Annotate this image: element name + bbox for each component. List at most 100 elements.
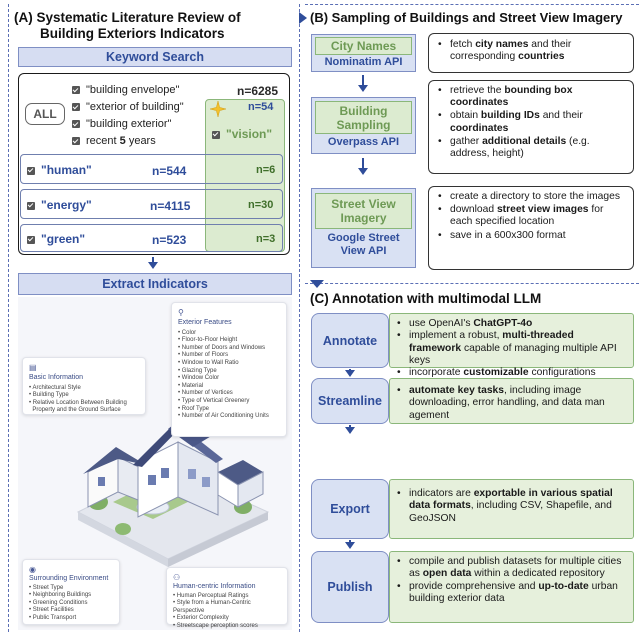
exterior-item-text: Floor-to-Floor Height: [181, 337, 238, 344]
checkbox-icon: [27, 235, 35, 244]
arrow-down-icon: [345, 427, 355, 434]
arrow-down-icon: [358, 85, 368, 92]
bullet-text: implement a robust,: [409, 330, 503, 342]
bullet-bold: customizable: [463, 367, 529, 379]
step-street-view-imagery: Street View Imagery Google Street View A…: [311, 188, 416, 268]
top-right-border: [305, 4, 639, 5]
checkbox-icon: [212, 130, 220, 139]
keyword-recent-years: recent 5 years: [72, 135, 156, 147]
exterior-features-card: ⚲ Exterior Features • Color • Floor-to-F…: [171, 302, 287, 437]
arrow-down-icon: [345, 542, 355, 549]
human-item-text: Exterior Complexity: [176, 615, 229, 622]
desc-streamline-list: automate key tasks, including image down…: [396, 385, 627, 422]
checkbox-icon: [27, 166, 35, 175]
basic-information-title: Basic Information: [29, 374, 84, 381]
surrounding-item-text: Street Type: [32, 584, 64, 591]
bullet-bold: countries: [518, 51, 565, 63]
count-building-envelope: n=6285: [237, 84, 279, 98]
desc-building-sampling-list: retrieve the bounding box coordinates ob…: [437, 85, 626, 160]
checkbox-icon: [27, 201, 35, 210]
step-annotate: Annotate: [311, 313, 389, 368]
row-human: [20, 154, 283, 184]
bullet-text: indicators are: [409, 488, 474, 499]
step-street-view-api: Google Street View API: [327, 232, 400, 257]
surrounding-environment-card: ◉ Surrounding Environment • Street Type …: [22, 559, 120, 625]
basic-item: • Architectural Style: [29, 384, 81, 391]
step-city-names-label: City Names: [315, 37, 412, 55]
exterior-item-text: Glazing Type: [181, 367, 217, 374]
row-energy-label: "energy": [27, 198, 92, 212]
basic-item: • Relative Location Between Building: [29, 399, 127, 406]
row-energy-count: n=4115: [150, 199, 191, 213]
step-building-sampling-label: Building Sampling: [315, 101, 412, 134]
surrounding-item: • Street Facilities: [29, 607, 74, 614]
bullet-text: , including CSV, Shapefile, and GeoJSON: [409, 500, 612, 524]
exterior-item-text: Number of Doors and Windows: [181, 344, 266, 351]
bullet-bold: additional details: [482, 135, 567, 147]
row-green-count: n=523: [152, 233, 187, 247]
human-item: • Streetscape perception scores: [173, 622, 258, 629]
surrounding-item-text: Street Facilities: [32, 607, 74, 614]
sparkle-icon: [210, 101, 226, 117]
surrounding-item-text: Neighboring Buildings: [32, 592, 92, 599]
exterior-item-text: Window Color: [181, 375, 220, 382]
desc-export-list: indicators are exportable in various spa…: [396, 488, 627, 525]
basic-information-card: ▤ Basic Information • Architectural Styl…: [22, 357, 146, 415]
exterior-item: • Number of Doors and Windows: [178, 344, 266, 351]
exterior-item: • Window Color: [178, 375, 220, 382]
step-city-names: City Names Nominatim API: [311, 34, 416, 72]
divider-arrow-mid-icon: [310, 280, 324, 288]
exterior-item: • Window to Wall Ratio: [178, 359, 239, 366]
vision-label: "vision": [226, 127, 273, 141]
exterior-features-title: Exterior Features: [178, 319, 232, 326]
row-energy-vision-count: n=30: [248, 199, 274, 211]
human-item: • Exterior Complexity: [173, 615, 229, 622]
checkbox-icon: [72, 137, 80, 146]
basic-item-text: Property and the Ground Surface: [32, 407, 121, 414]
desc-publish: compile and publish datasets for multipl…: [389, 551, 634, 623]
bullet-text: create a directory to store the images: [450, 191, 620, 202]
basic-item-text: Relative Location Between Building: [32, 399, 127, 406]
human-item: • Human Perceptual Ratings: [173, 592, 249, 599]
bullet-text: (e.g. address, height): [450, 135, 590, 160]
step-publish: Publish: [311, 551, 389, 623]
step-building-sampling: Building Sampling Overpass API: [311, 97, 416, 154]
exterior-item-text: Number of Floors: [181, 352, 229, 359]
bullet-text: obtain: [450, 110, 481, 122]
exterior-item: • Material: [178, 382, 204, 389]
count-exterior-of-building: n=54: [248, 101, 274, 113]
keyword-text: "exterior of building": [86, 101, 184, 113]
bullet-text: configurations: [528, 367, 596, 379]
exterior-item-text: Roof Type: [181, 405, 210, 412]
bullet-bold: automate key tasks: [409, 385, 505, 396]
recent-suffix: years: [125, 135, 156, 147]
exterior-item: • Glazing Type: [178, 367, 217, 374]
exterior-item-text: Type of Vertical Greenery: [181, 397, 250, 404]
keyword-search-bar: Keyword Search: [18, 47, 292, 67]
row-human-vision-count: n=6: [256, 164, 276, 176]
keyword-building-exterior: "building exterior": [72, 118, 171, 130]
exterior-item: • Number of Floors: [178, 352, 229, 359]
exterior-item: • Number of Vertices: [178, 390, 233, 397]
bullet-bold: street view images: [496, 204, 589, 216]
desc-street-view-list: create a directory to store the images d…: [437, 191, 626, 242]
keyword-building-envelope: "building envelope": [72, 84, 179, 96]
people-icon: ⚇: [173, 573, 181, 582]
desc-annotate: use OpenAI's ChatGPT-4o implement a robu…: [389, 313, 634, 380]
illustration-area: ⚲ Exterior Features • Color • Floor-to-F…: [18, 297, 292, 630]
row-green-vision-count: n=3: [256, 233, 276, 245]
paint-roller-icon: ⚲: [178, 308, 184, 317]
bullet-text: and their corresponding: [450, 39, 572, 63]
basic-item-text: Building Type: [32, 392, 69, 399]
desc-export: indicators are exportable in various spa…: [389, 479, 634, 539]
desc-bullet: fetch city names and their corresponding…: [437, 39, 626, 63]
exterior-item: • Type of Vertical Greenery: [178, 397, 250, 404]
desc-city-names: fetch city names and their corresponding…: [428, 33, 634, 73]
bullet-bold: building IDs: [480, 110, 540, 122]
exterior-item: • Floor-to-Floor Height: [178, 337, 238, 344]
desc-bullet: download street view images for each spe…: [437, 204, 626, 228]
bullet-bold: up-to-date: [538, 580, 589, 592]
desc-bullet: indicators are exportable in various spa…: [396, 488, 627, 525]
keyword-text: "building exterior": [86, 118, 172, 130]
building-illustration: [76, 409, 270, 567]
